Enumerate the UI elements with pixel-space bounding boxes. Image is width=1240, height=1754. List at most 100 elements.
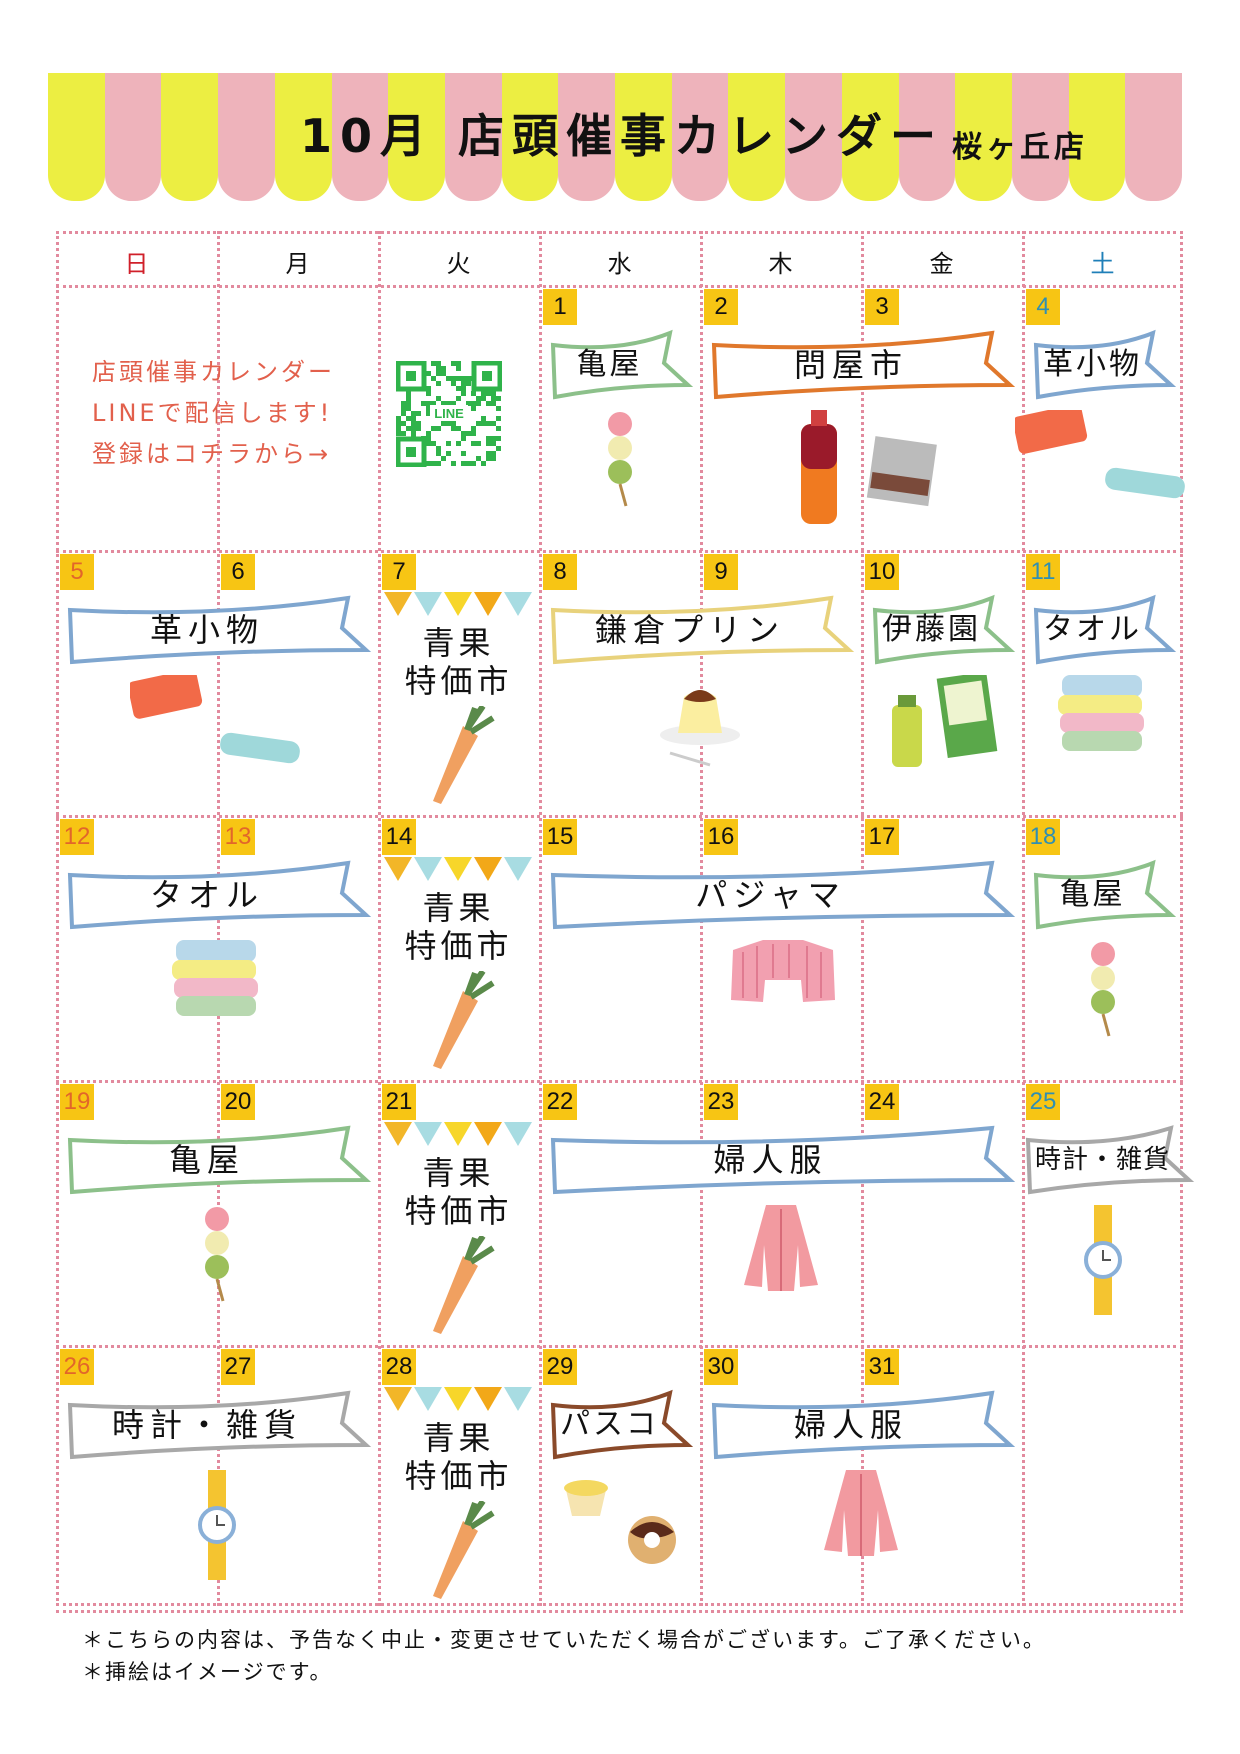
pudding-icon <box>650 675 750 774</box>
ribbon-shape <box>1033 859 1177 930</box>
page-title: 10月 店頭催事カレンダー <box>300 109 945 163</box>
date-badge: 10 <box>865 554 899 590</box>
event-label: 亀屋 <box>576 347 643 382</box>
awning-stripe <box>841 73 899 201</box>
towel-icon <box>1057 675 1148 757</box>
ribbon-shape <box>550 595 855 665</box>
event-ribbon[interactable]: タオル <box>66 859 372 931</box>
produce-market-event[interactable]: 青果特価市 <box>378 1120 539 1340</box>
event-label: 革小物 <box>1043 347 1142 382</box>
grid-column-divider <box>1022 231 1025 1606</box>
ribbon-shape <box>67 595 372 665</box>
event-ribbon[interactable]: 亀屋 <box>1032 859 1177 931</box>
watch-icon <box>184 1470 250 1584</box>
event-ribbon[interactable]: 伊藤園 <box>871 594 1016 666</box>
event-label: パジャマ <box>695 876 846 914</box>
event-label: 鎌倉プリン <box>594 611 785 649</box>
produce-market-event[interactable]: 青果特価市 <box>378 855 539 1075</box>
line-qr-code[interactable]: LINE <box>395 360 503 468</box>
date-badge: 3 <box>865 289 899 325</box>
event-ribbon[interactable]: 亀屋 <box>66 1124 372 1196</box>
grid-column-divider <box>539 231 542 1606</box>
date-badge: 18 <box>1026 819 1060 855</box>
awning-stripe <box>898 73 956 201</box>
awning-stripe <box>558 73 616 201</box>
date-badge: 13 <box>221 819 255 855</box>
intro-line: 登録はコチラから→ <box>92 440 332 468</box>
event-ribbon[interactable]: タオル <box>1032 594 1177 666</box>
date-badge: 23 <box>704 1084 738 1120</box>
footer-note: ＊こちらの内容は、予告なく中止・変更させていただく場合がございます。ご了承くださ… <box>82 1628 1046 1652</box>
date-badge: 2 <box>704 289 738 325</box>
awning-stripe <box>48 73 105 201</box>
awning-stripe <box>388 73 445 201</box>
date-badge: 15 <box>543 819 577 855</box>
date-badge: 31 <box>865 1349 899 1385</box>
grid-row-divider <box>56 1610 1183 1613</box>
event-ribbon[interactable]: 婦人服 <box>710 1389 1016 1461</box>
event-label: 革小物 <box>149 611 264 649</box>
carrot-icon <box>378 704 539 810</box>
market-label: 青果 <box>422 624 495 662</box>
ribbon-shape <box>1033 329 1177 400</box>
grid-row-divider <box>56 1080 1183 1083</box>
calendar-grid <box>56 231 1183 1606</box>
date-badge: 21 <box>382 1084 416 1120</box>
dango-icon <box>590 410 650 514</box>
date-badge: 19 <box>60 1084 94 1120</box>
date-badge: 1 <box>543 289 577 325</box>
towel-icon <box>172 940 262 1022</box>
event-ribbon[interactable]: パジャマ <box>549 859 1016 931</box>
weekday-label: 火 <box>446 250 471 278</box>
ribbon-shape <box>711 1390 1016 1460</box>
market-label: 青果 <box>422 1419 495 1457</box>
date-badge: 29 <box>543 1349 577 1385</box>
pouch-icon <box>127 669 305 769</box>
produce-market-event[interactable]: 青果特価市 <box>378 1385 539 1605</box>
produce-market-event[interactable]: 青果特価市 <box>378 590 539 810</box>
event-ribbon[interactable]: 婦人服 <box>549 1124 1016 1196</box>
awning-stripe <box>1011 73 1069 201</box>
market-label: 特価市 <box>404 662 513 700</box>
market-label: 青果 <box>422 889 495 927</box>
date-badge: 16 <box>704 819 738 855</box>
awning-stripe <box>501 73 559 201</box>
event-ribbon[interactable]: 革小物 <box>1032 329 1177 401</box>
cardigan-icon <box>736 1205 826 1297</box>
grid-row-divider <box>56 1345 1183 1348</box>
footer-note: ＊挿絵はイメージです。 <box>82 1660 333 1684</box>
date-badge: 24 <box>865 1084 899 1120</box>
event-ribbon[interactable]: 鎌倉プリン <box>549 594 855 666</box>
awning-stripe <box>104 73 162 201</box>
date-badge: 6 <box>221 554 255 590</box>
event-ribbon[interactable]: 亀屋 <box>549 329 694 401</box>
intro-line: LINEで配信します! <box>92 399 333 427</box>
event-label: タオル <box>1043 612 1142 647</box>
awning-stripe <box>274 73 332 201</box>
event-ribbon[interactable]: 問屋市 <box>710 329 1016 401</box>
market-label: 特価市 <box>404 1457 513 1495</box>
event-label: 亀屋 <box>168 1141 245 1179</box>
event-ribbon[interactable]: 時計・雑貨 <box>66 1389 372 1461</box>
ribbon-shape <box>550 860 1016 930</box>
weekday-label: 水 <box>607 250 632 278</box>
pouch-icon <box>1012 404 1190 504</box>
event-ribbon[interactable]: パスコ <box>549 1389 694 1461</box>
bunting-icon <box>383 592 532 616</box>
event-label: パスコ <box>560 1407 659 1442</box>
event-label: 亀屋 <box>1059 877 1126 912</box>
date-badge: 30 <box>704 1349 738 1385</box>
date-badge: 9 <box>704 554 738 590</box>
event-ribbon[interactable]: 革小物 <box>66 594 372 666</box>
grid-column-divider <box>378 231 381 1606</box>
market-label: 青果 <box>422 1154 495 1192</box>
weekday-label: 金 <box>929 250 954 278</box>
date-badge: 12 <box>60 819 94 855</box>
market-label: 特価市 <box>404 1192 513 1230</box>
ribbon-shape <box>550 329 694 400</box>
event-label: 婦人服 <box>793 1406 908 1444</box>
grid-row-divider <box>56 815 1183 818</box>
event-label: 時計・雑貨 <box>1034 1145 1170 1175</box>
dango-icon <box>1073 940 1133 1044</box>
event-ribbon[interactable]: 時計・雑貨 <box>1024 1124 1195 1196</box>
